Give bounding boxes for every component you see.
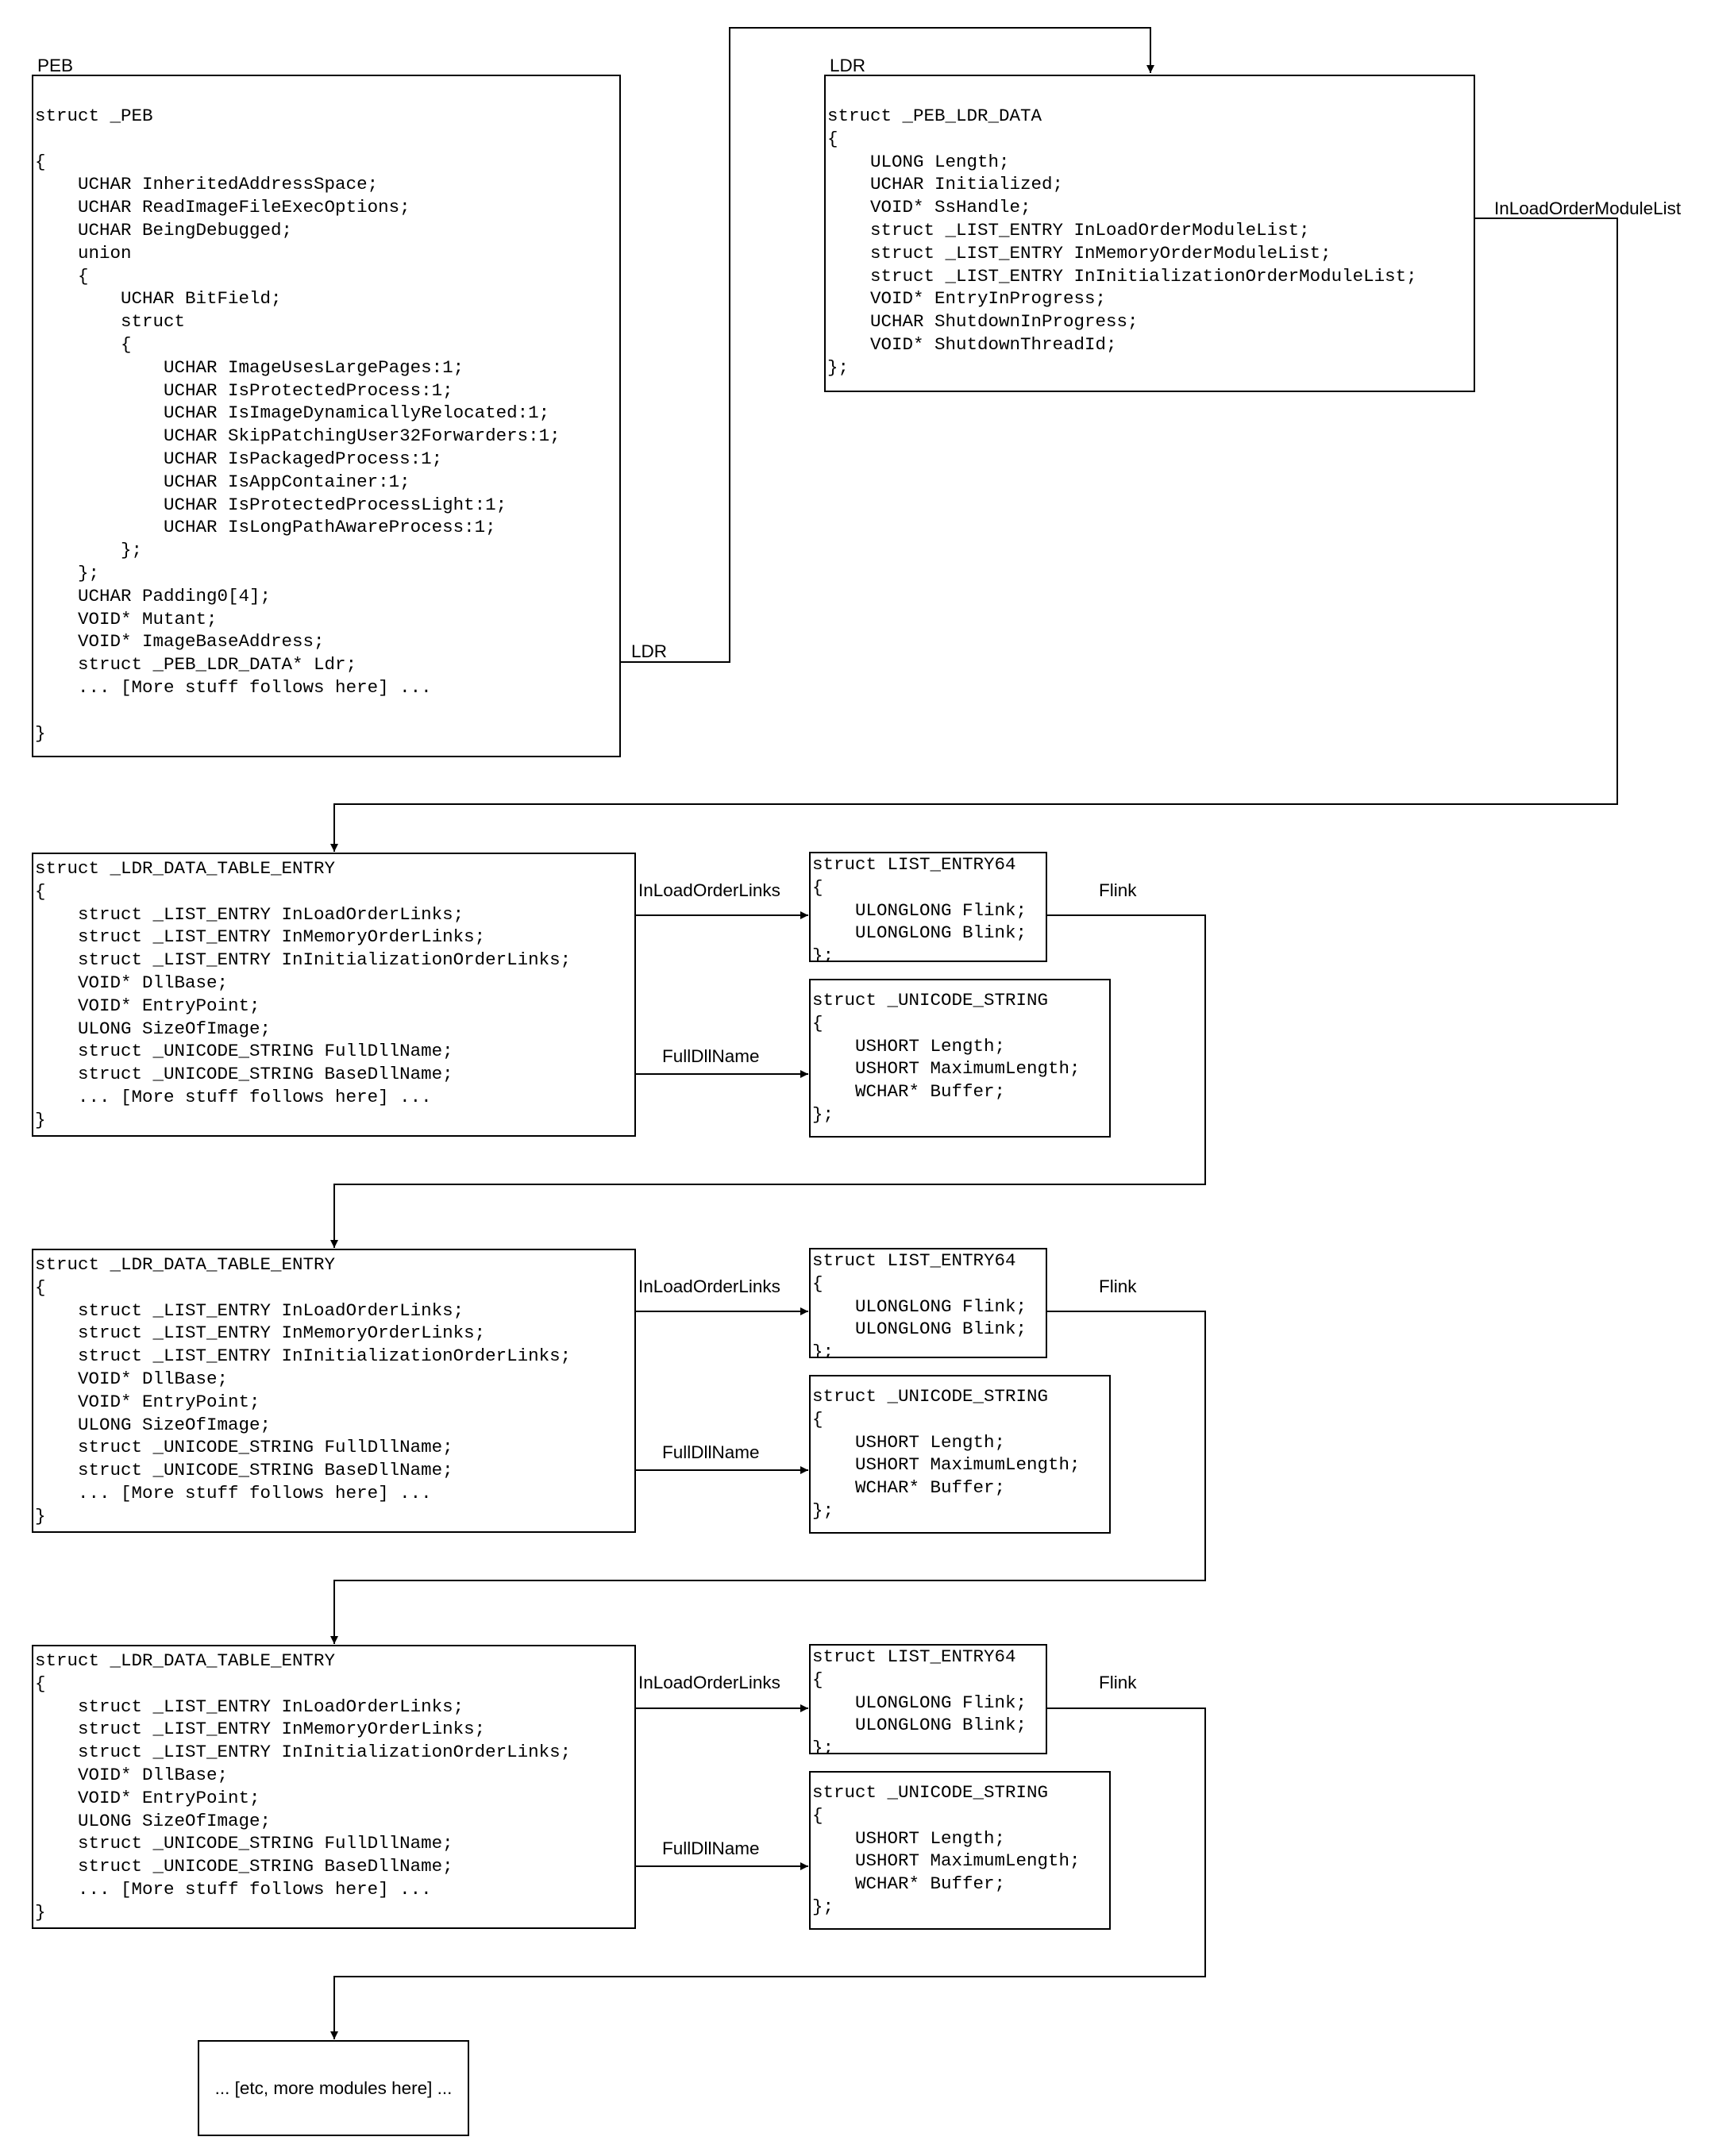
list-entry64-3: struct LIST_ENTRY64 { ULONGLONG Flink; U… xyxy=(809,1644,1047,1754)
ldr-title: LDR xyxy=(830,56,866,75)
table-entry-code: struct _LDR_DATA_TABLE_ENTRY { struct _L… xyxy=(35,1254,572,1527)
edge-label-fulldllname: FullDllName xyxy=(662,1838,760,1858)
table-entry-code: struct _LDR_DATA_TABLE_ENTRY { struct _L… xyxy=(35,1650,572,1923)
list-entry-code: struct LIST_ENTRY64 { ULONGLONG Flink; U… xyxy=(812,1250,1027,1358)
edge-label-flink: Flink xyxy=(1099,1673,1137,1692)
unicode-string-3: struct _UNICODE_STRING { USHORT Length; … xyxy=(809,1771,1111,1930)
edge-entry-3-flink xyxy=(330,1707,1206,2039)
edge-label-flink: Flink xyxy=(1099,880,1137,900)
unicode-string-code: struct _UNICODE_STRING { USHORT Length; … xyxy=(812,1782,1081,1917)
edge-peb-to-ldr xyxy=(620,27,1154,663)
peb-struct-code: struct _PEB { UCHAR InheritedAddressSpac… xyxy=(35,106,561,744)
peb-struct-box: struct _PEB { UCHAR InheritedAddressSpac… xyxy=(32,75,621,757)
unicode-string-1: struct _UNICODE_STRING { USHORT Length; … xyxy=(809,979,1111,1138)
ldr-data-table-entry-1: struct _LDR_DATA_TABLE_ENTRY { struct _L… xyxy=(32,853,636,1137)
edge-entry-1-flink xyxy=(330,914,1206,1248)
edge-label-fulldllname: FullDllName xyxy=(662,1046,760,1066)
unicode-string-code: struct _UNICODE_STRING { USHORT Length; … xyxy=(812,1386,1081,1521)
list-entry64-1: struct LIST_ENTRY64 { ULONGLONG Flink; U… xyxy=(809,852,1047,962)
table-entry-code: struct _LDR_DATA_TABLE_ENTRY { struct _L… xyxy=(35,858,572,1130)
edge-label-ldr: LDR xyxy=(631,641,668,661)
unicode-string-2: struct _UNICODE_STRING { USHORT Length; … xyxy=(809,1375,1111,1534)
ldr-data-table-entry-2: struct _LDR_DATA_TABLE_ENTRY { struct _L… xyxy=(32,1249,636,1533)
ldr-struct-code: struct _PEB_LDR_DATA { ULONG Length; UCH… xyxy=(827,106,1417,378)
peb-title: PEB xyxy=(37,56,74,75)
list-entry-code: struct LIST_ENTRY64 { ULONGLONG Flink; U… xyxy=(812,1646,1027,1754)
more-modules-box: ... [etc, more modules here] ... xyxy=(198,2040,469,2136)
edge-label-inloadordermodulelist: InLoadOrderModuleList xyxy=(1494,198,1682,218)
edge-label-inloadorderlinks: InLoadOrderLinks xyxy=(638,1276,780,1296)
edge-label-fulldllname: FullDllName xyxy=(662,1442,760,1462)
unicode-string-code: struct _UNICODE_STRING { USHORT Length; … xyxy=(812,990,1081,1125)
edge-label-flink: Flink xyxy=(1099,1276,1137,1296)
ldr-struct-box: struct _PEB_LDR_DATA { ULONG Length; UCH… xyxy=(824,75,1475,392)
edge-ldr-to-entry-1 xyxy=(330,218,1618,852)
edge-entry-2-flink xyxy=(330,1311,1206,1644)
edge-label-inloadorderlinks: InLoadOrderLinks xyxy=(638,880,780,900)
edge-label-inloadorderlinks: InLoadOrderLinks xyxy=(638,1673,780,1692)
list-entry-code: struct LIST_ENTRY64 { ULONGLONG Flink; U… xyxy=(812,854,1027,962)
list-entry64-2: struct LIST_ENTRY64 { ULONGLONG Flink; U… xyxy=(809,1248,1047,1358)
ldr-data-table-entry-3: struct _LDR_DATA_TABLE_ENTRY { struct _L… xyxy=(32,1645,636,1929)
